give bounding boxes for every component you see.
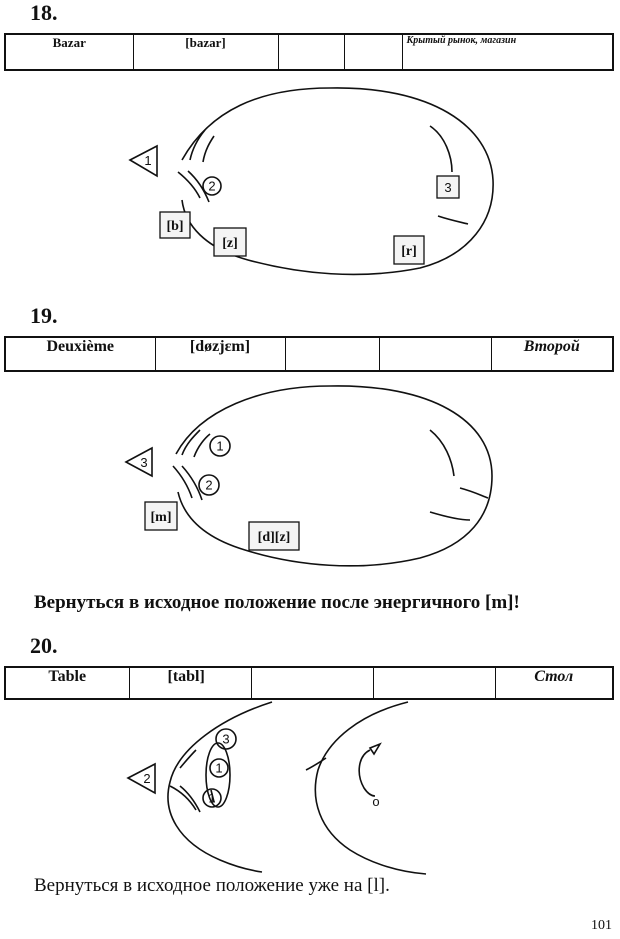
exercise-20-articulation-diagram: o 2 3 1 1 bbox=[126, 701, 427, 875]
right-face-outline bbox=[314, 701, 427, 875]
upper-lip bbox=[181, 429, 201, 456]
translation-cell: Стол bbox=[494, 667, 614, 699]
circle-marker bbox=[202, 176, 222, 196]
triangle-marker bbox=[124, 446, 153, 478]
blank-cell bbox=[378, 337, 492, 371]
exercise-19-articulation-diagram: 3 1 2 [m] [d][z] bbox=[124, 385, 493, 567]
exercise-19-note: Вернуться в исходное положение после эне… bbox=[34, 592, 520, 613]
transcription-cell: [tabl] bbox=[128, 667, 252, 699]
blank-cell bbox=[343, 34, 403, 70]
triangle-number: 3 bbox=[140, 455, 147, 470]
blank-cell bbox=[277, 34, 345, 70]
triangle-number: 2 bbox=[143, 771, 150, 786]
exercise-20-note: Вернуться в исходное положение уже на [l… bbox=[34, 875, 390, 896]
sound-label: [d][z] bbox=[258, 530, 291, 545]
upper-lip-inner bbox=[202, 135, 215, 163]
lower-lip-inner bbox=[181, 465, 203, 501]
upper-lip bbox=[179, 749, 197, 769]
exercise-20-number: 20. bbox=[30, 633, 58, 658]
circle-number: 3 bbox=[222, 732, 229, 747]
sound-label-box bbox=[393, 235, 425, 265]
page-number: 101 bbox=[591, 918, 612, 933]
exercise-19-word-table: Deuxième [døzjɛm] Второй bbox=[4, 336, 614, 372]
transcription-cell: [døzjɛm] bbox=[154, 337, 286, 371]
mouth-outline bbox=[181, 87, 494, 276]
triangle-number: 1 bbox=[144, 153, 151, 168]
palate-mark bbox=[437, 215, 469, 225]
translation-cell: Крытый рынок, магазин bbox=[401, 34, 614, 70]
exercise-20-word-table: Table [tabl] Стол bbox=[4, 666, 614, 700]
lower-lip-inner bbox=[179, 785, 201, 813]
transcription-cell: [bazar] bbox=[132, 34, 279, 70]
sound-label: [b] bbox=[166, 219, 183, 234]
sound-label-box bbox=[144, 501, 178, 531]
circle-marker bbox=[215, 728, 237, 750]
sound-label: [z] bbox=[222, 236, 238, 251]
left-face-outline bbox=[167, 701, 273, 873]
sound-label-box bbox=[213, 227, 247, 257]
palate-mark bbox=[459, 487, 489, 499]
exercise-18-articulation-diagram: 1 2 3 [b] [z] [r] bbox=[128, 87, 494, 276]
palate-mark bbox=[429, 511, 471, 521]
curved-arrow bbox=[358, 749, 376, 797]
circle-marker bbox=[209, 435, 231, 457]
triangle-marker bbox=[126, 762, 156, 795]
circle-number: 2 bbox=[208, 179, 215, 194]
circle-number: 1 bbox=[215, 761, 222, 776]
exercise-18-number: 18. bbox=[30, 0, 58, 25]
tongue-arrow bbox=[210, 789, 215, 803]
exercise-18-word-table: Bazar [bazar] Крытый рынок, магазин bbox=[4, 33, 614, 71]
blank-cell bbox=[284, 337, 380, 371]
release-marker: o bbox=[372, 794, 379, 809]
tongue-tip-shape bbox=[205, 742, 231, 808]
circle-marker bbox=[202, 788, 222, 808]
lower-lip bbox=[169, 785, 197, 811]
translation-cell: Второй bbox=[490, 337, 614, 371]
word-cell: Deuxième bbox=[4, 337, 156, 371]
mouth-corner bbox=[305, 757, 327, 771]
lower-lip bbox=[172, 465, 193, 499]
circle-marker bbox=[198, 474, 220, 496]
sound-label: [m] bbox=[151, 510, 172, 525]
exercise-19-number: 19. bbox=[30, 303, 58, 328]
square-marker bbox=[436, 175, 460, 199]
circle-number: 1 bbox=[208, 791, 215, 806]
triangle-marker bbox=[128, 144, 158, 178]
sound-label-box bbox=[159, 211, 191, 239]
blank-cell bbox=[372, 667, 496, 699]
sound-label: [r] bbox=[401, 244, 417, 259]
circle-number: 2 bbox=[205, 478, 212, 493]
word-cell: Bazar bbox=[4, 34, 134, 70]
blank-cell bbox=[250, 667, 374, 699]
circle-marker bbox=[209, 758, 229, 778]
arrowhead bbox=[368, 742, 382, 756]
sound-label-box bbox=[248, 521, 300, 551]
mouth-outline bbox=[175, 385, 493, 567]
lower-lip-inner bbox=[187, 170, 210, 203]
upper-lip bbox=[189, 129, 206, 161]
upper-lip-inner bbox=[193, 433, 211, 458]
square-number: 3 bbox=[444, 180, 451, 195]
word-cell: Table bbox=[4, 667, 130, 699]
tongue-back bbox=[429, 429, 455, 477]
circle-number: 1 bbox=[216, 439, 223, 454]
lower-lip bbox=[177, 171, 201, 199]
tongue-back bbox=[429, 125, 453, 173]
